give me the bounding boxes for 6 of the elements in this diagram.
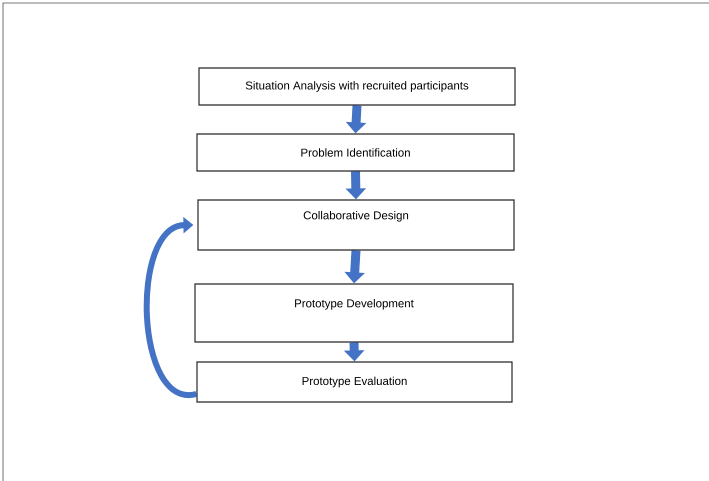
process-box: Situation Analysis with recruited participants (198, 67, 516, 106)
process-box: Collaborative Design (197, 199, 515, 251)
process-box: Prototype Development (194, 283, 514, 343)
process-box: Prototype Evaluation (196, 361, 513, 403)
process-box: Problem Identification (196, 133, 515, 172)
arrow (144, 216, 196, 398)
